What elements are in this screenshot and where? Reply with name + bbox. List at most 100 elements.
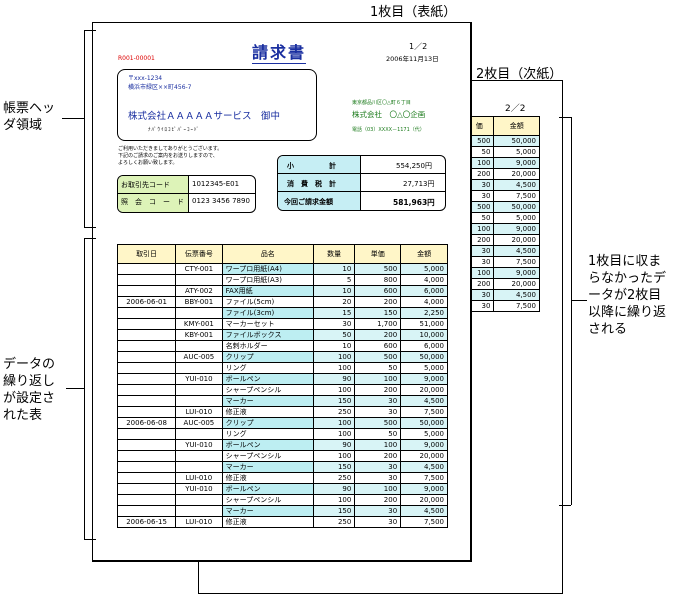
table-cell: YUI-010 xyxy=(175,439,223,451)
table-cell xyxy=(175,384,223,396)
page2-cell: 50,000 xyxy=(493,135,540,147)
table-cell: 51,000 xyxy=(400,318,448,330)
table-cell: BBY-001 xyxy=(175,296,223,308)
table-cell xyxy=(175,395,223,407)
table-cell xyxy=(175,494,223,506)
tax-label: 消 費 税 計 xyxy=(287,180,336,188)
table-cell xyxy=(175,461,223,473)
table-cell xyxy=(116,340,177,352)
table-cell: 500 xyxy=(354,417,402,429)
table-cell: 2006-06-01 xyxy=(116,296,177,308)
column-header: 金額 xyxy=(400,244,448,264)
page2-cell: 20,000 xyxy=(493,234,540,246)
page1-page-number: 1／2 xyxy=(409,42,428,51)
table-cell: 9,000 xyxy=(400,373,448,385)
table-cell: 4,500 xyxy=(400,505,448,517)
repeat-table-label: データの繰り返しが設定された表 xyxy=(3,357,56,423)
table-cell: 5,000 xyxy=(400,362,448,374)
table-cell: 90 xyxy=(312,373,356,385)
table-cell xyxy=(116,307,177,319)
client-code-label: お取引先コード xyxy=(121,181,170,189)
table-cell: 500 xyxy=(354,351,402,363)
table-cell: 50,000 xyxy=(400,417,448,429)
header-area-label: 帳票ヘッダ領域 xyxy=(3,101,56,133)
table-cell: 2006-06-15 xyxy=(116,516,177,528)
table-cell: 100 xyxy=(312,384,356,396)
table-cell: LUI-010 xyxy=(175,406,223,418)
table-cell xyxy=(175,362,223,374)
table-cell: 150 xyxy=(354,307,402,319)
page2-cell: 7,500 xyxy=(493,300,540,312)
overflow-label: 1枚目に収まらなかったデータが2枚目以降に繰り返される xyxy=(588,254,667,337)
table-cell: 800 xyxy=(354,274,402,286)
table-cell: ワープロ用紙(A4) xyxy=(221,263,314,275)
table-cell: 20,000 xyxy=(400,450,448,462)
column-header: 単価 xyxy=(354,244,402,264)
tax-value: 27,713円 xyxy=(403,180,435,188)
page2-cell: 20,000 xyxy=(493,168,540,180)
table-cell: 50,000 xyxy=(400,351,448,363)
page2-header-row: 価金額 xyxy=(463,116,540,136)
table-cell xyxy=(116,384,177,396)
table-cell xyxy=(116,351,177,363)
page2-label: 2枚目（次紙） xyxy=(476,67,563,82)
table-cell: シャープペンシル xyxy=(221,384,314,396)
table-cell: 600 xyxy=(354,285,402,297)
table-cell: 150 xyxy=(312,505,356,517)
table-cell: 5 xyxy=(312,274,356,286)
page2-cell: 9,000 xyxy=(493,223,540,235)
greeting-line-3: よろしくお願い致します。 xyxy=(118,160,178,166)
table-cell xyxy=(116,494,177,506)
page2-cell: 4,500 xyxy=(493,179,540,191)
address-box xyxy=(117,69,317,141)
table-cell: 2,250 xyxy=(400,307,448,319)
table-cell: 250 xyxy=(312,406,356,418)
table-cell: 200 xyxy=(354,384,402,396)
table-cell: 5,000 xyxy=(400,263,448,275)
table-cell xyxy=(116,472,177,484)
page2-cell: 7,500 xyxy=(493,190,540,202)
table-cell: AUC-005 xyxy=(175,417,223,429)
code-box xyxy=(117,175,256,213)
table-cell: 7,500 xyxy=(400,472,448,484)
table-cell: 100 xyxy=(312,450,356,462)
table-cell: 100 xyxy=(312,428,356,440)
table-cell: YUI-010 xyxy=(175,483,223,495)
table-cell xyxy=(116,263,177,275)
table-cell: ワープロ用紙(A3) xyxy=(221,274,314,286)
table-cell: 250 xyxy=(312,516,356,528)
table-cell: 20 xyxy=(312,296,356,308)
greeting-line-1: ご利用いただきましてありがとうございます。 xyxy=(118,146,223,152)
table-cell: クリップ xyxy=(221,417,314,429)
column-header: 品名 xyxy=(221,244,314,264)
page2-cell: 20,000 xyxy=(493,278,540,290)
greeting-line-2: 下記のご請求のご案内をお送りしますので、 xyxy=(118,153,218,159)
table-cell: 100 xyxy=(312,417,356,429)
table-cell: 10 xyxy=(312,340,356,352)
table-cell: 修正液 xyxy=(221,516,314,528)
table-cell: YUI-010 xyxy=(175,373,223,385)
table-cell: マーカーセット xyxy=(221,318,314,330)
table-cell: 200 xyxy=(354,494,402,506)
table-cell: 90 xyxy=(312,439,356,451)
table-cell xyxy=(175,307,223,319)
table-cell: 150 xyxy=(312,461,356,473)
table-cell xyxy=(175,450,223,462)
table-cell: 10 xyxy=(312,285,356,297)
table-cell: ファイル(3cm) xyxy=(221,307,314,319)
